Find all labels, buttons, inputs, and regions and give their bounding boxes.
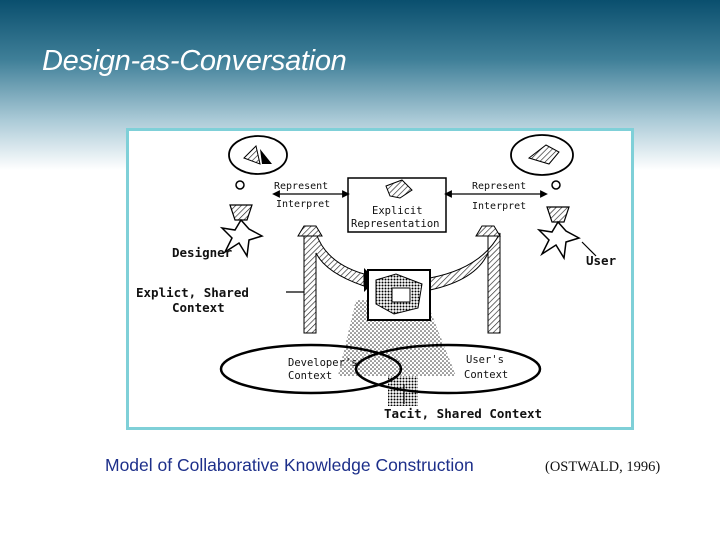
designer-idea-shape-dark	[260, 149, 272, 164]
explicit-artifact-shape	[385, 179, 413, 199]
left-interpret-label: Interpret	[276, 199, 330, 210]
explicit-label-line2: Representation	[351, 218, 440, 230]
right-arrow-head	[475, 225, 501, 237]
designer-head	[229, 204, 253, 221]
users-context-label-line2: Context	[464, 369, 508, 381]
developers-context-label-line2: Context	[288, 370, 332, 382]
designer-idea-shape	[243, 145, 261, 165]
citation: (OSTWALD, 1996)	[545, 459, 661, 475]
developers-context-label-line1: Developer's	[288, 357, 358, 369]
designer-figure	[219, 218, 264, 259]
user-idea-shape	[527, 144, 560, 165]
shared-artifact-inner	[391, 287, 411, 303]
user-head	[546, 206, 570, 223]
designer-bubble-dot	[235, 180, 245, 190]
explicit-label-line1: Explicit	[372, 205, 423, 217]
user-figure	[536, 220, 581, 261]
developers-context-ellipse	[219, 343, 403, 395]
user-label-pointer	[581, 241, 597, 257]
right-interpret-label: Interpret	[472, 201, 526, 212]
users-context-ellipse	[354, 343, 542, 395]
diagram-svg: Represent Interpret Represent Interpret …	[126, 128, 634, 430]
figure-caption: Model of Collaborative Knowledge Constru…	[105, 455, 474, 475]
designer-label: Designer	[172, 245, 233, 260]
explicit-context-label-line1: Explict, Shared	[136, 285, 249, 300]
diagram-figure: Represent Interpret Represent Interpret …	[126, 128, 634, 430]
explicit-context-label-line2: Context	[172, 300, 225, 315]
user-label: User	[586, 253, 617, 268]
users-context-label-line1: User's	[466, 354, 504, 366]
right-represent-label: Represent	[472, 181, 526, 192]
left-arrow-head	[297, 225, 323, 237]
tacit-context-label: Tacit, Shared Context	[384, 406, 542, 421]
left-represent-label: Represent	[274, 181, 328, 192]
slide-title: Design-as-Conversation	[42, 45, 347, 77]
user-bubble-dot	[551, 180, 561, 190]
